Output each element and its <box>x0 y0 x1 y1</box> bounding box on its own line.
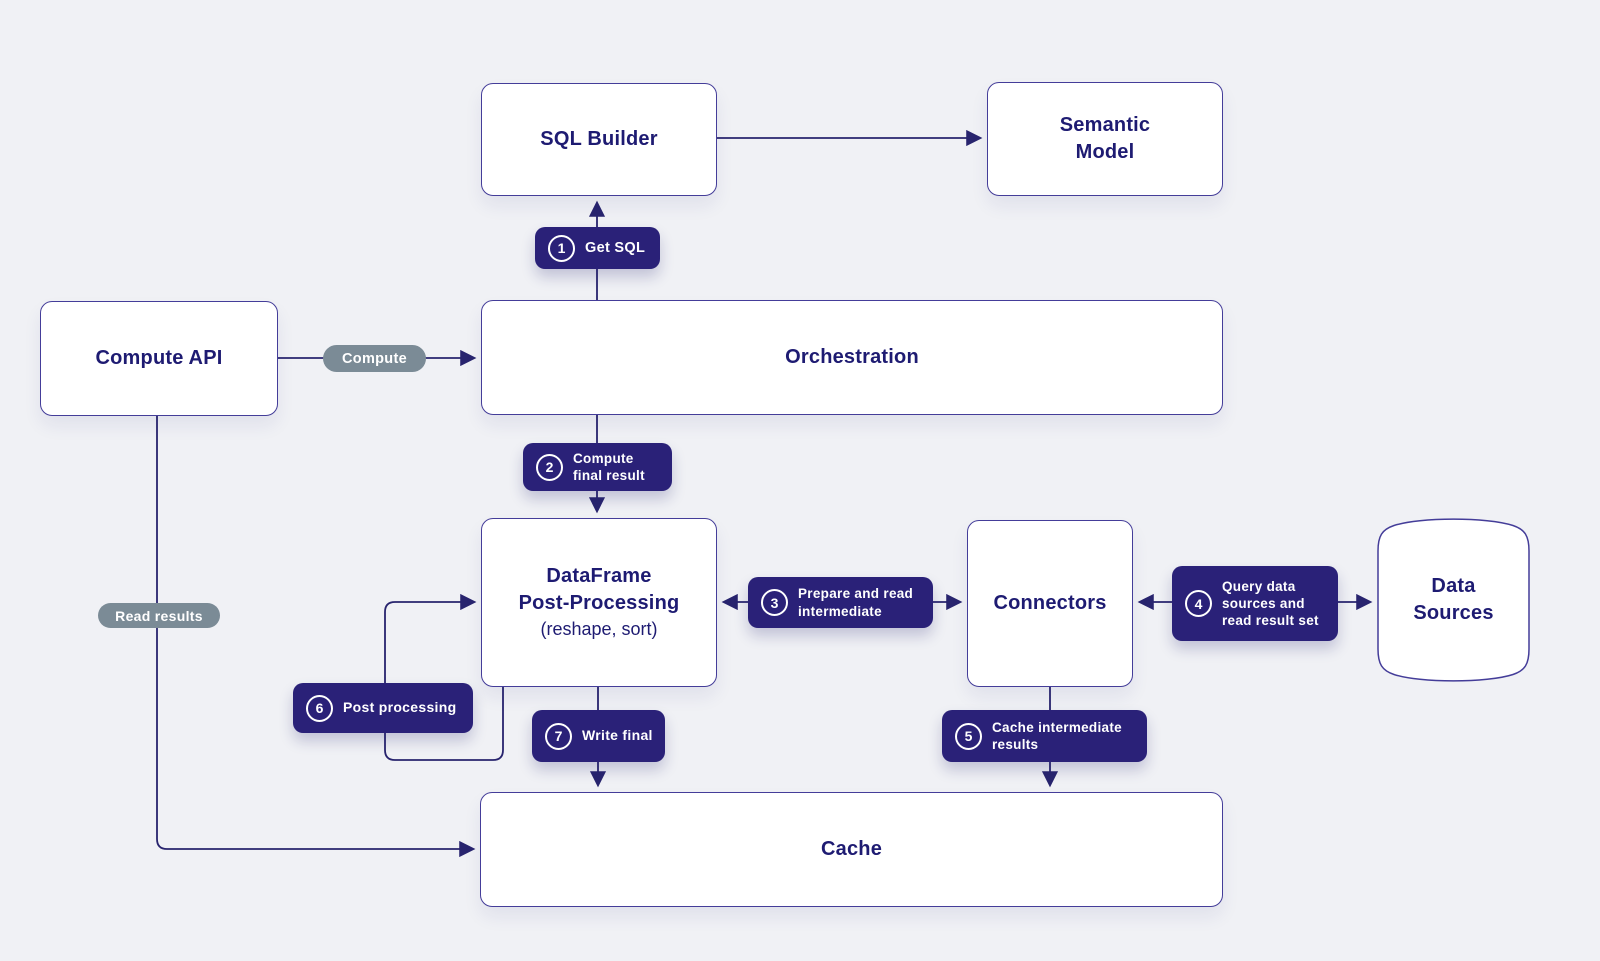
node-sql-builder-label: SQL Builder <box>540 128 658 150</box>
node-semantic-model-label-line1: Semantic <box>1059 114 1151 136</box>
step-label-6: Post processing <box>343 699 457 716</box>
step-label-5-line1: Cache intermediate <box>992 719 1122 735</box>
node-dataframe-label-line1: DataFrame <box>546 565 652 588</box>
step-badge-6-post-processing: 6 Post processing <box>293 683 473 733</box>
step-label-2-line2: final result <box>573 468 645 483</box>
node-compute-api: Compute API <box>40 301 278 416</box>
step-number-3: 3 <box>761 589 788 616</box>
step-label-7: Write final <box>582 727 653 744</box>
step-number-4: 4 <box>1185 590 1212 617</box>
node-compute-api-label: Compute API <box>95 347 223 369</box>
node-semantic-model-label-line2: Model <box>1075 141 1135 163</box>
step-badge-2-compute-final-result: 2 Compute final result <box>523 443 672 491</box>
node-cache-label: Cache <box>820 838 883 860</box>
step-badge-4-query-data-sources: 4 Query data sources and read result set <box>1172 566 1338 641</box>
node-orchestration: Orchestration <box>481 300 1223 415</box>
step-label-3-line1: Prepare and read <box>798 586 914 602</box>
edge-label-read-results: Read results <box>98 603 220 628</box>
step-badge-1-get-sql: 1 Get SQL <box>535 227 660 269</box>
edge-label-read-results-text: Read results <box>115 607 203 624</box>
step-badge-3-prepare-and-read-intermediate: 3 Prepare and read intermediate <box>748 577 933 628</box>
step-badge-7-write-final: 7 Write final <box>532 710 665 762</box>
node-dataframe-post-processing: DataFrame Post-Processing (reshape, sort… <box>481 518 717 687</box>
database-cylinder-shape <box>1377 518 1530 682</box>
node-dataframe-subtitle: (reshape, sort) <box>540 619 658 640</box>
step-label-5-line2: results <box>992 737 1039 752</box>
step-number-1: 1 <box>548 234 575 262</box>
step-label-2-line1: Compute <box>573 450 634 466</box>
step-label-4-line3: read result set <box>1222 613 1319 629</box>
step-number-2: 2 <box>536 453 563 481</box>
step-label-4-line2: sources and <box>1222 595 1305 611</box>
step-number-5: 5 <box>955 722 982 750</box>
node-data-sources-label-line1: Data <box>1431 575 1476 597</box>
node-data-sources: Data Sources <box>1377 513 1530 687</box>
step-label-4-line1: Query data <box>1222 578 1296 594</box>
step-number-6: 6 <box>306 694 333 722</box>
node-connectors-label: Connectors <box>993 592 1107 614</box>
edge-label-compute-text: Compute <box>342 350 407 367</box>
node-connectors: Connectors <box>967 520 1133 687</box>
node-data-sources-label-line2: Sources <box>1413 602 1494 624</box>
node-sql-builder: SQL Builder <box>481 83 717 196</box>
edge-label-compute: Compute <box>323 345 426 372</box>
step-label-1: Get SQL <box>585 239 646 256</box>
node-semantic-model: Semantic Model <box>987 82 1223 196</box>
node-cache: Cache <box>480 792 1223 907</box>
step-label-3-line2: intermediate <box>798 603 882 619</box>
step-number-7: 7 <box>545 722 572 750</box>
step-badge-5-cache-intermediate-results: 5 Cache intermediate results <box>942 710 1147 762</box>
node-dataframe-label-line2: Post-Processing <box>518 592 680 615</box>
node-orchestration-label: Orchestration <box>785 346 919 368</box>
